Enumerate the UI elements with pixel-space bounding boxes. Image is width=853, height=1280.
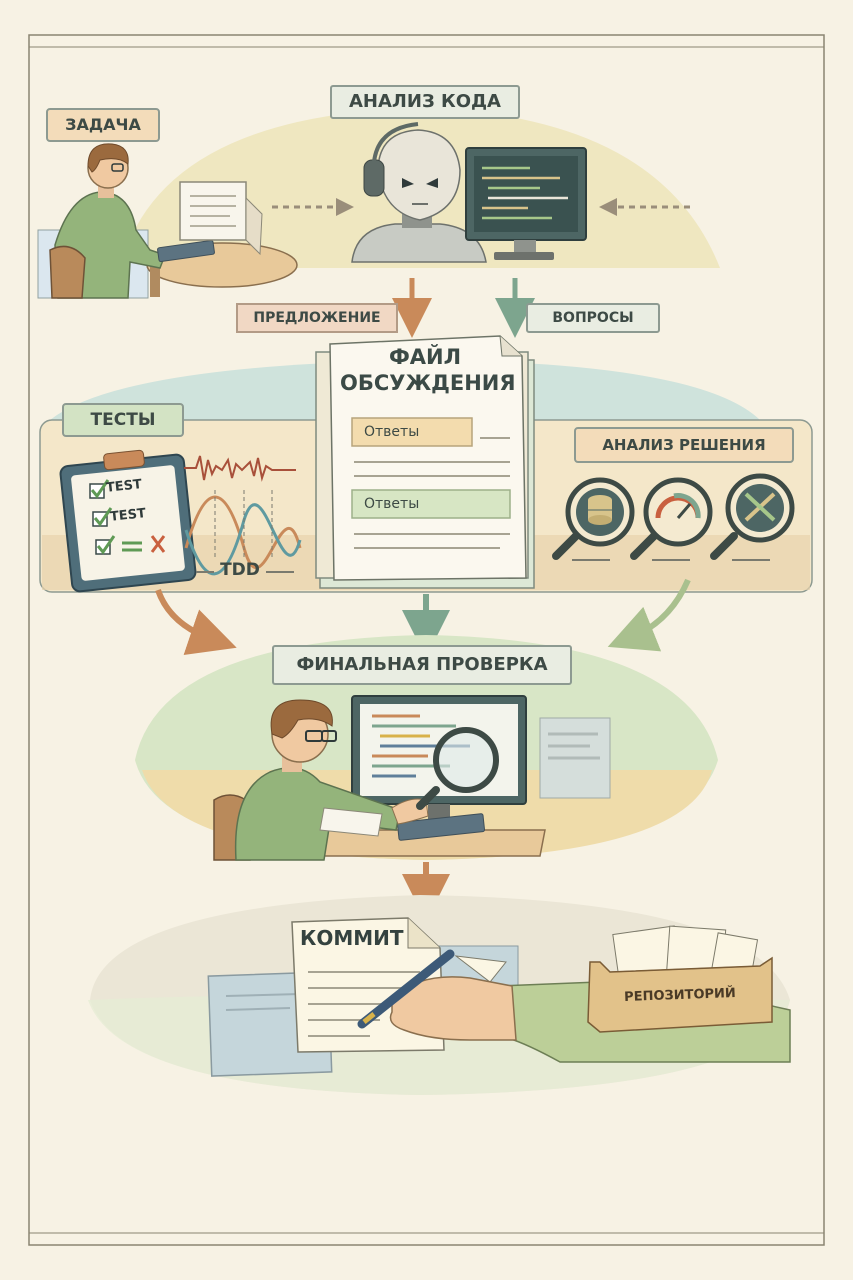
discussion-file-document <box>315 335 535 589</box>
tools-magnifier-icon <box>710 473 795 561</box>
developer-reviewing-illustration <box>213 695 611 861</box>
discussion-file-title: ФАЙЛ ОБСУЖДЕНИЯ <box>340 344 516 396</box>
answers-field-2: Ответы <box>364 496 420 512</box>
final-review-label: ФИНАЛЬНАЯ ПРОВЕРКА <box>272 645 572 685</box>
discussion-file-title-line2: ОБСУЖДЕНИЯ <box>340 371 516 395</box>
tdd-waveform-chart <box>184 455 302 576</box>
answer-box-2-bg <box>351 489 511 519</box>
gauge-magnifier-icon <box>630 477 713 561</box>
proposal-label: ПРЕДЛОЖЕНИЕ <box>236 303 398 333</box>
task-label: ЗАДАЧА <box>46 108 160 142</box>
arrow-tests-to-review <box>155 588 237 655</box>
discussion-file-title-line1: ФАЙЛ <box>388 345 462 369</box>
database-magnifier-icon <box>552 477 635 561</box>
commit-label: КОММИТ <box>300 926 404 950</box>
answers-field-1: Ответы <box>364 424 420 440</box>
tests-label: ТЕСТЫ <box>62 403 184 437</box>
test-clipboard-illustration <box>59 449 197 593</box>
code-analysis-label: АНАЛИЗ КОДА <box>330 85 520 119</box>
answer-box-1-bg <box>351 417 473 447</box>
computer-monitor-code <box>465 147 587 260</box>
tdd-label: TDD <box>220 560 260 580</box>
arrow-analysis-to-review <box>607 578 691 652</box>
robot-illustration <box>351 122 487 263</box>
developer-at-desk-illustration <box>37 143 298 299</box>
questions-label: ВОПРОСЫ <box>526 303 660 333</box>
page-frame <box>28 34 825 1246</box>
solution-analysis-label: АНАЛИЗ РЕШЕНИЯ <box>574 427 794 463</box>
repository-box-illustration <box>587 925 773 1033</box>
